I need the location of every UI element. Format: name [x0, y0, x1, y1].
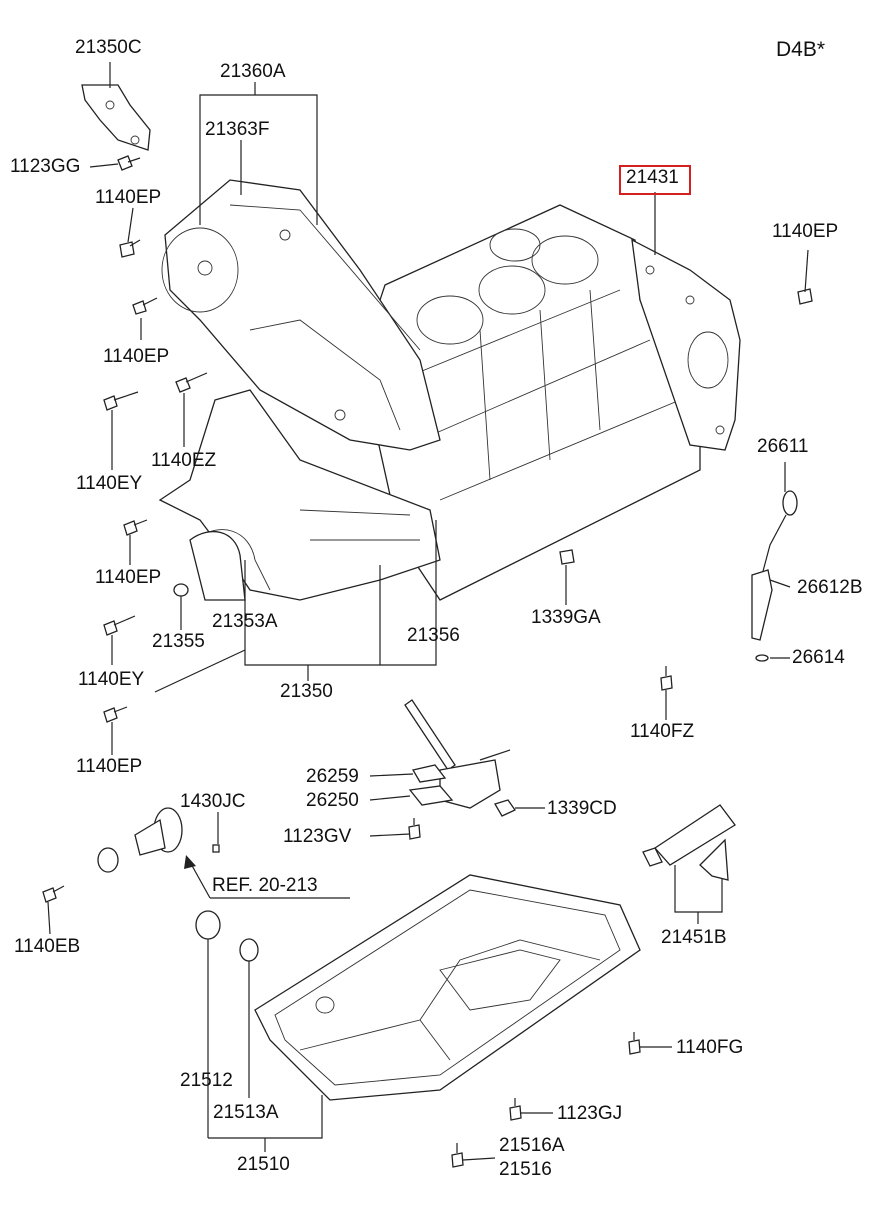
- callout-1339CD[interactable]: 1339CD: [547, 798, 617, 819]
- callout-21353A[interactable]: 21353A: [212, 611, 278, 632]
- callout-1123GJ[interactable]: 1123GJ: [557, 1103, 623, 1124]
- callout-1339GA[interactable]: 1339GA: [531, 607, 601, 628]
- callout-1140EY-b[interactable]: 1140EY: [78, 669, 145, 690]
- callout-1140EP-e[interactable]: 1140EP: [772, 221, 839, 242]
- leader-lines: [47, 62, 791, 1161]
- oil-dipstick-drawing: [751, 490, 798, 662]
- sealant-tube-drawing: [642, 804, 736, 881]
- bolt-icons: [42, 155, 813, 1168]
- callout-1140EZ[interactable]: 1140EZ: [151, 450, 217, 471]
- callout-21513A[interactable]: 21513A: [213, 1102, 279, 1123]
- lower-timing-cover-drawing: [158, 389, 441, 601]
- washer-21355-icon: [173, 583, 189, 597]
- cylinder-block-drawing: [359, 204, 741, 601]
- callout-1140EB[interactable]: 1140EB: [14, 936, 81, 957]
- callout-21363F[interactable]: 21363F: [205, 119, 270, 140]
- callout-ref-20-213[interactable]: REF. 20-213: [212, 875, 318, 896]
- callout-1123GV[interactable]: 1123GV: [283, 826, 352, 847]
- callout-1140EP-c[interactable]: 1140EP: [95, 567, 162, 588]
- callout-26614[interactable]: 26614: [792, 647, 845, 668]
- callout-1140EP-a[interactable]: 1140EP: [95, 187, 162, 208]
- callout-21431[interactable]: 21431: [626, 167, 679, 188]
- callout-26612B[interactable]: 26612B: [797, 577, 863, 598]
- drain-plug-21512-icon: [195, 910, 221, 940]
- callout-26250[interactable]: 26250: [306, 790, 359, 811]
- callout-1140EP-b[interactable]: 1140EP: [103, 346, 170, 367]
- callout-21355[interactable]: 21355: [152, 631, 205, 652]
- bracket-21350C-drawing: [81, 84, 151, 151]
- callout-21360A[interactable]: 21360A: [220, 61, 286, 82]
- callout-21510[interactable]: 21510: [237, 1154, 290, 1175]
- engine-code-label: D4B*: [776, 38, 826, 61]
- callout-21516[interactable]: 21516: [499, 1159, 552, 1180]
- callout-1140FG[interactable]: 1140FG: [676, 1037, 744, 1058]
- callout-21451B[interactable]: 21451B: [661, 927, 727, 948]
- callout-21512[interactable]: 21512: [180, 1070, 233, 1091]
- oil-pan-drawing: [254, 874, 641, 1101]
- callout-1430JC[interactable]: 1430JC: [180, 791, 246, 812]
- callout-21350[interactable]: 21350: [280, 681, 333, 702]
- callout-21356[interactable]: 21356: [407, 625, 460, 646]
- highlight-box-21431: [619, 165, 691, 195]
- callout-1140EP-d[interactable]: 1140EP: [76, 756, 143, 777]
- callout-26611[interactable]: 26611: [757, 436, 809, 457]
- callout-1123GG[interactable]: 1123GG: [10, 156, 81, 177]
- gasket-21513A-icon: [239, 938, 259, 962]
- oil-pump-gear-drawing: [97, 807, 183, 873]
- timing-belt-cover-drawing: [161, 179, 441, 451]
- plug-1430JC-icon: [212, 844, 220, 853]
- callout-21350C[interactable]: 21350C: [75, 37, 142, 58]
- nut-1339CD-icon: [494, 799, 516, 817]
- nut-1339GA-icon: [559, 549, 575, 565]
- callout-26259[interactable]: 26259: [306, 766, 359, 787]
- oil-screen-drawing: [404, 699, 511, 809]
- callout-1140FZ[interactable]: 1140FZ: [630, 721, 695, 742]
- callout-21516A[interactable]: 21516A: [499, 1135, 565, 1156]
- callout-1140EY-a[interactable]: 1140EY: [76, 473, 143, 494]
